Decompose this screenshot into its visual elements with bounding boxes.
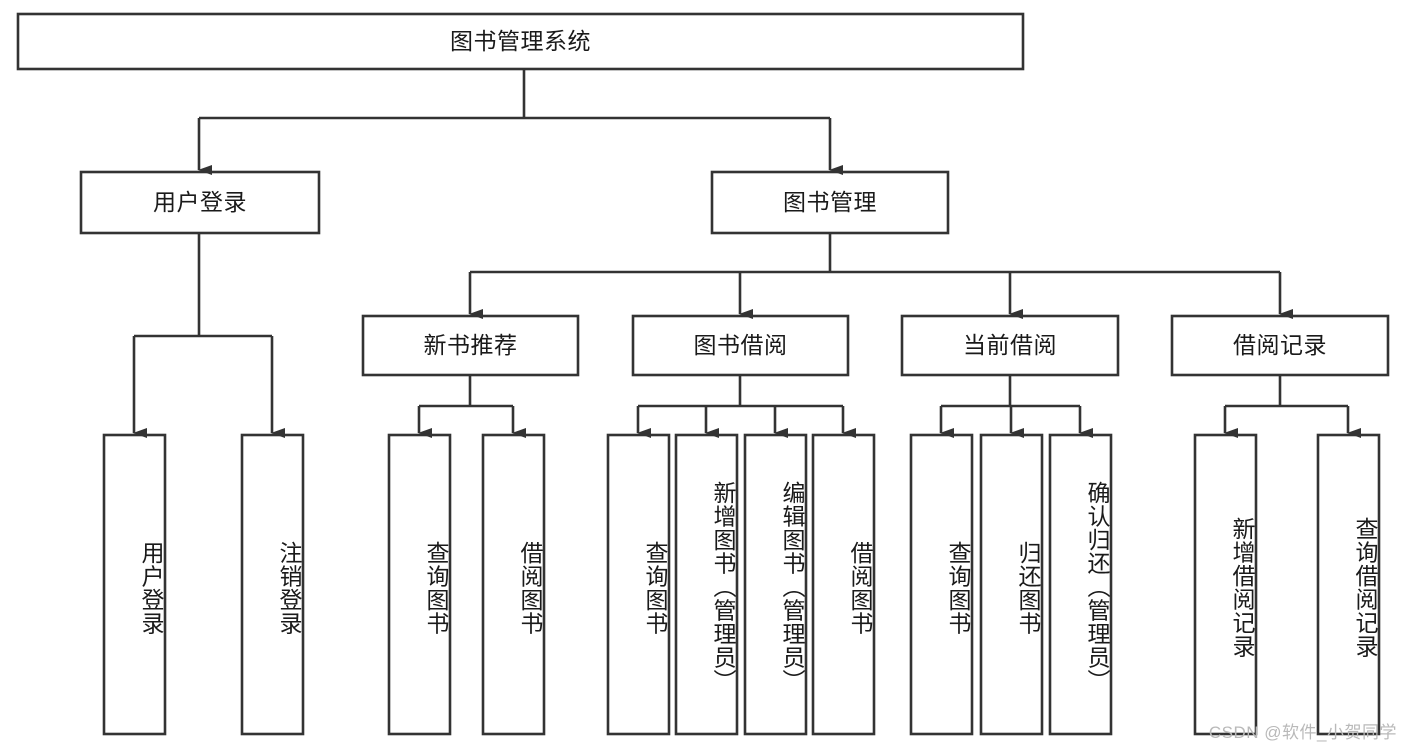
node-box-leaf-user-login xyxy=(102,433,167,736)
node-box-leaf-add-record xyxy=(1193,433,1258,736)
node-box-leaf-confirm-return xyxy=(1048,433,1113,736)
node-box-leaf-query-book-2 xyxy=(606,433,671,736)
node-box-leaf-query-record xyxy=(1316,433,1381,736)
connector-arrows xyxy=(132,118,1361,438)
node-box-book-borrow xyxy=(631,314,850,377)
node-box-leaf-edit-book xyxy=(743,433,808,736)
node-box-leaf-borrow-book-2 xyxy=(811,433,876,736)
node-box-book-management xyxy=(710,170,950,235)
node-box-user-login xyxy=(79,170,321,235)
node-box-borrow-records xyxy=(1170,314,1390,377)
node-box-leaf-return-book xyxy=(979,433,1044,736)
node-box-new-book-recommend xyxy=(361,314,580,377)
connector-lines xyxy=(134,69,1348,408)
node-box-leaf-add-book xyxy=(674,433,739,736)
node-box-leaf-borrow-book-1 xyxy=(481,433,546,736)
node-box-leaf-logout xyxy=(240,433,305,736)
node-box-leaf-query-book-3 xyxy=(909,433,974,736)
node-boxes xyxy=(16,12,1390,736)
node-box-leaf-query-book-1 xyxy=(387,433,452,736)
csdn-watermark: CSDN @软件_小贺同学 xyxy=(1208,723,1397,742)
node-box-root xyxy=(16,12,1025,71)
node-box-current-borrow xyxy=(900,314,1120,377)
